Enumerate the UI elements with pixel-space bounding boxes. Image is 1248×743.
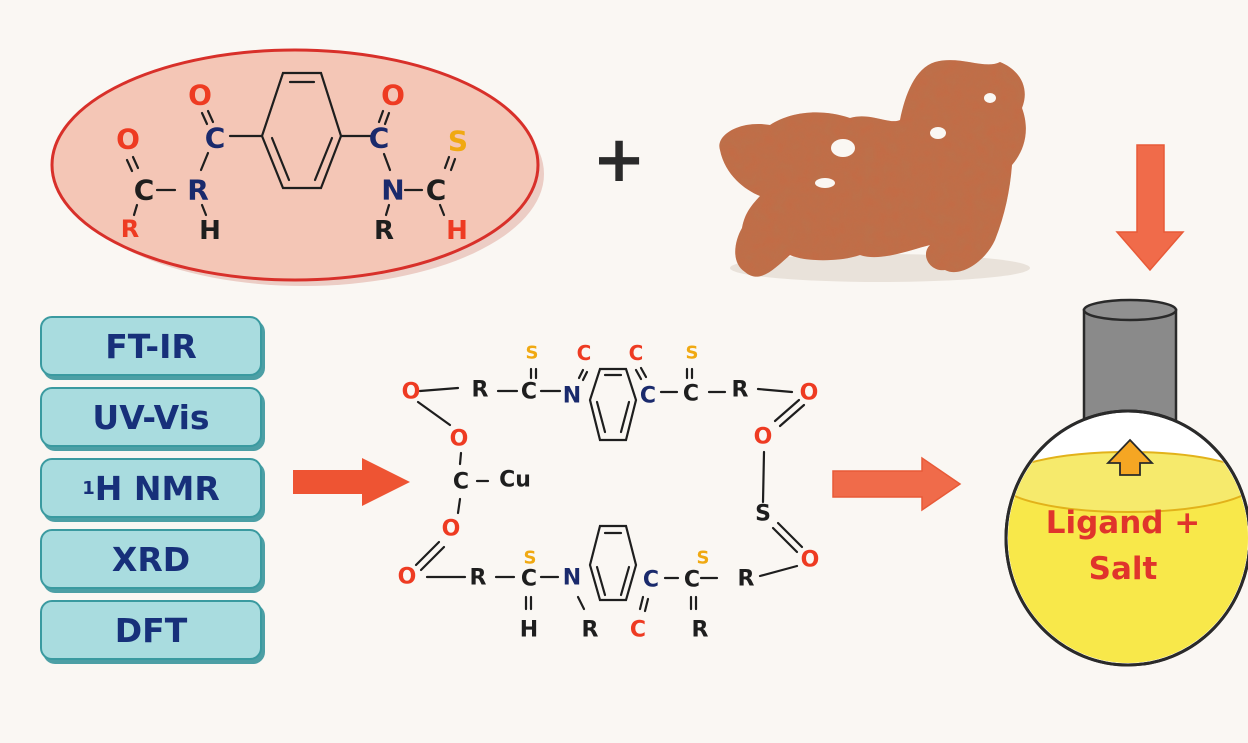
- benzene-ring: [588, 524, 638, 602]
- atom-sulfur: S: [448, 125, 468, 158]
- atom-oxygen: O: [398, 565, 417, 590]
- technique-label: H NMR: [94, 468, 220, 508]
- arrow-up-icon: [1105, 438, 1155, 476]
- atom-carbon: C: [426, 174, 447, 207]
- atom-sulfur: S: [697, 548, 710, 569]
- atom-oxygen: O: [801, 548, 820, 573]
- benzene-ring: [588, 367, 638, 442]
- atom-r-group: R: [374, 216, 394, 246]
- atom-carbon: C: [369, 122, 390, 155]
- atom-oxygen: O: [381, 79, 405, 112]
- flask-liquid: [1008, 468, 1248, 663]
- technique-label: UV-Vis: [92, 397, 210, 437]
- atom-r-group: R: [470, 566, 487, 591]
- atom-carbon: C: [134, 174, 155, 207]
- atom-oxygen: O: [116, 123, 140, 156]
- atom-r-group: R: [732, 378, 749, 403]
- technique-uv-vis: UV-Vis: [40, 387, 262, 447]
- atom-carbon: C: [640, 384, 656, 409]
- atom-copper: Cu: [499, 468, 531, 493]
- technique-xrd: XRD: [40, 529, 262, 589]
- arrow-down-icon: [1115, 144, 1185, 272]
- technique-ft-ir: FT-IR: [40, 316, 262, 376]
- atom-r-group: R: [121, 215, 139, 243]
- atom-oxygen: O: [800, 381, 819, 406]
- atom-oxygen: O: [442, 517, 461, 542]
- copper-nugget-icon: [719, 60, 1030, 282]
- atom-nitrogen: N: [563, 566, 581, 591]
- atom-r-group: R: [582, 618, 599, 643]
- atom-r-group: R: [738, 567, 755, 592]
- flask-label-line1: Ligand +: [1045, 505, 1201, 541]
- ligand-structure: O C R R H O C O C N R C S H: [50, 48, 544, 286]
- arrow-right-icon: [832, 456, 962, 512]
- reaction-flask: [1004, 298, 1248, 667]
- atom-carbon: C: [683, 382, 699, 407]
- atom-sulfur: S: [686, 343, 699, 364]
- technique-dft: DFT: [40, 600, 262, 660]
- atom-carbon: C: [684, 568, 700, 593]
- technique-label: FT-IR: [105, 326, 197, 366]
- atom-oxygen: O: [754, 425, 773, 450]
- atom-carbon: C: [577, 341, 592, 365]
- arrow-right-icon: [293, 458, 410, 506]
- atom-hydrogen: H: [446, 216, 468, 246]
- atom-sulfur: S: [526, 343, 539, 364]
- copper-complex-structure: O R C S N C C C C S R O O C Cu O O S O R…: [398, 341, 820, 643]
- atom-r-group: R: [472, 378, 489, 403]
- atom-carbon: C: [629, 341, 644, 365]
- atom-carbon: C: [453, 470, 469, 495]
- technique-label: DFT: [114, 610, 188, 650]
- atom-sulfur: S: [524, 548, 537, 569]
- flask-label-line2: Salt: [1088, 551, 1158, 587]
- technique-superscript: 1: [82, 477, 95, 499]
- flask-neck: [1082, 308, 1178, 424]
- atom-oxygen: O: [188, 79, 212, 112]
- atom-carbon: C: [630, 618, 646, 643]
- atom-nitrogen: N: [381, 174, 404, 207]
- atom-carbon: C: [521, 380, 537, 405]
- technique-label: XRD: [111, 539, 191, 579]
- atom-oxygen: O: [402, 380, 421, 405]
- flask-neck-opening: [1082, 298, 1178, 322]
- atom-r-group: R: [187, 174, 209, 207]
- atom-hydrogen: H: [520, 618, 538, 643]
- atom-hydrogen: H: [199, 216, 221, 246]
- atom-carbon: C: [205, 122, 226, 155]
- atom-nitrogen: N: [563, 384, 581, 409]
- ligand-ellipse: [50, 48, 540, 282]
- atom-oxygen: O: [450, 427, 469, 452]
- atom-r-group: R: [692, 618, 709, 643]
- atom-sulfur: S: [755, 502, 771, 527]
- atom-carbon: C: [643, 568, 659, 593]
- atom-carbon: C: [521, 567, 537, 592]
- plus-sign: +: [592, 123, 646, 197]
